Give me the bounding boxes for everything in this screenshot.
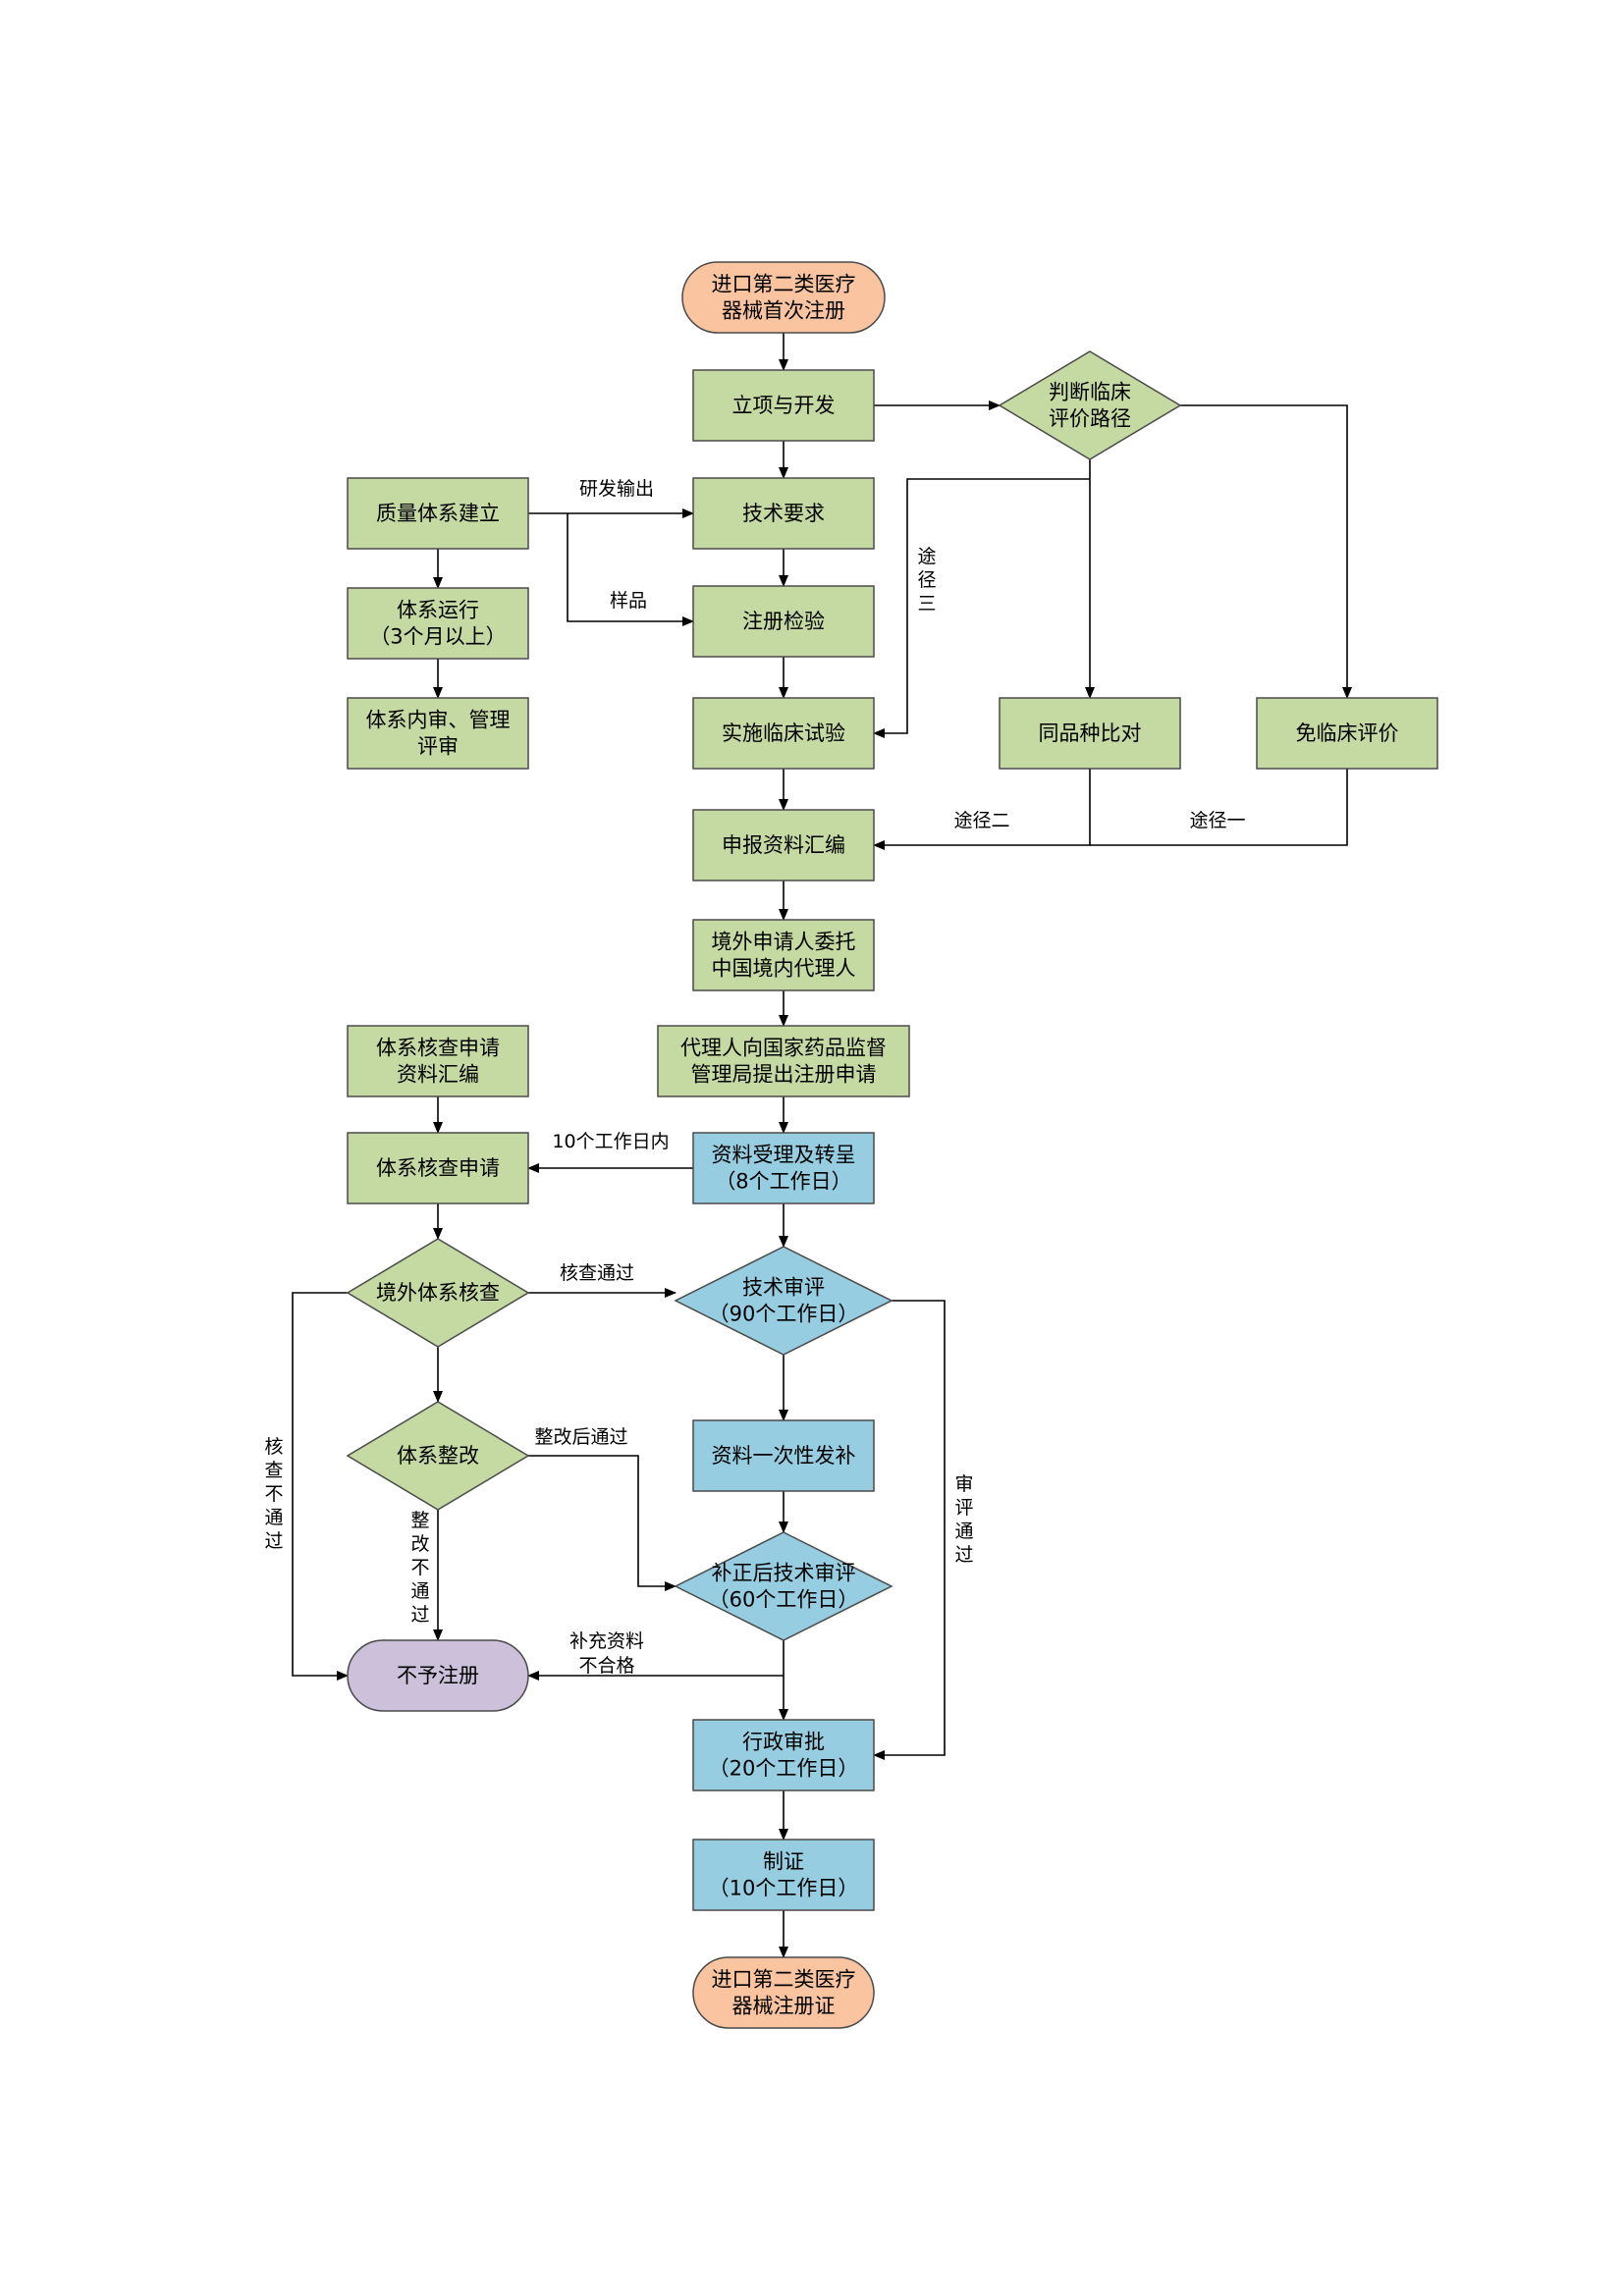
edge-label-route1: 途径一 xyxy=(1189,810,1245,831)
node-label: 中国境内代理人 xyxy=(712,957,856,981)
node-label: 资料汇编 xyxy=(397,1063,479,1087)
edge-label-ten-days: 10个工作日内 xyxy=(552,1131,669,1152)
node-label: 技术要求 xyxy=(742,502,825,525)
node-label: 立项与开发 xyxy=(732,394,836,417)
node-label: 注册检验 xyxy=(742,610,825,633)
node-label: 资料受理及转呈 xyxy=(712,1144,856,1167)
node-label: 制证 xyxy=(763,1850,804,1874)
node-label: 评价路径 xyxy=(1049,407,1131,431)
edge-label-supp-fail: 补充资料 xyxy=(569,1630,644,1652)
node-label: 器械首次注册 xyxy=(722,299,845,323)
node-supplement: 资料一次性发补 xyxy=(692,1419,875,1492)
edge-label-route2: 途径二 xyxy=(953,810,1009,831)
node-overseas: 境外体系核查 xyxy=(346,1238,530,1348)
node-label: 进口第二类医疗 xyxy=(712,1968,856,1992)
edge-label-route3: 途径三 xyxy=(917,546,936,614)
node-sys-app: 体系核查申请 xyxy=(347,1132,529,1204)
node-run: 体系运行 （3个月以上） xyxy=(347,587,529,660)
edge-label-check-pass: 核查通过 xyxy=(560,1262,634,1284)
node-label: 体系整改 xyxy=(397,1444,479,1468)
node-trial: 实施临床试验 xyxy=(692,697,875,770)
edge-rectify-to-rereview xyxy=(528,1455,677,1591)
node-tech-req: 技术要求 xyxy=(692,477,875,550)
node-label: 行政审批 xyxy=(742,1731,825,1754)
node-label: （3个月以上） xyxy=(369,625,506,649)
edge-label-supp-fail: 不合格 xyxy=(578,1655,634,1677)
node-project: 立项与开发 xyxy=(692,369,875,442)
node-label: 进口第二类医疗 xyxy=(712,273,856,296)
node-label: 资料一次性发补 xyxy=(712,1444,856,1468)
node-inspect: 注册检验 xyxy=(692,585,875,658)
edge-label-check-fail: 核查不通过 xyxy=(264,1436,283,1552)
node-label: （8个工作日） xyxy=(715,1170,851,1194)
node-reject: 不予注册 xyxy=(347,1639,529,1712)
node-label: （10个工作日） xyxy=(709,1877,859,1900)
edge-label-sample: 样品 xyxy=(610,590,647,612)
node-label: （90个工作日） xyxy=(709,1303,859,1326)
node-label: 境外体系核查 xyxy=(376,1281,500,1305)
edge-exempt-to-compile xyxy=(1090,769,1348,846)
node-label: 体系核查申请 xyxy=(376,1156,500,1180)
edge-compare-to-compile xyxy=(873,769,1091,850)
edge-judge-to-exempt xyxy=(1180,404,1352,699)
edge-label-review-pass: 审评通过 xyxy=(954,1473,973,1566)
edge-techrev-to-admin xyxy=(873,1300,946,1760)
node-label: 体系核查申请 xyxy=(376,1037,500,1060)
node-label: 不予注册 xyxy=(397,1664,479,1687)
edge-label-rectify-fail: 整改不通过 xyxy=(410,1510,429,1626)
edge-judge-to-trial xyxy=(873,478,1090,738)
edge-quality-to-inspect xyxy=(567,513,694,626)
node-rectify: 体系整改 xyxy=(346,1401,530,1511)
node-label: 技术审评 xyxy=(742,1276,825,1300)
node-compile: 申报资料汇编 xyxy=(692,809,875,881)
edge-overseas-to-reject xyxy=(292,1292,349,1681)
node-label: 体系内审、管理 xyxy=(366,709,511,732)
node-compare: 同品种比对 xyxy=(999,697,1181,770)
node-label: 补正后技术审评 xyxy=(712,1562,856,1585)
node-label: 器械注册证 xyxy=(732,1995,836,2018)
node-exempt: 免临床评价 xyxy=(1256,697,1438,770)
node-label: 评审 xyxy=(417,735,459,759)
node-label: 质量体系建立 xyxy=(376,502,500,525)
node-label: 体系运行 xyxy=(397,599,479,622)
node-label: 免临床评价 xyxy=(1296,721,1399,745)
edge-label-rectify-pass: 整改后通过 xyxy=(534,1426,627,1448)
node-label: 代理人向国家药品监督 xyxy=(680,1037,887,1060)
node-tech-rev: 技术审评 （90个工作日） xyxy=(674,1246,893,1356)
node-label: 管理局提出注册申请 xyxy=(691,1063,877,1087)
node-label: 申报资料汇编 xyxy=(722,833,845,857)
node-label: （60个工作日） xyxy=(709,1588,859,1612)
node-re-review: 补正后技术审评 （60个工作日） xyxy=(674,1531,893,1641)
node-quality: 质量体系建立 xyxy=(347,477,529,550)
edge-label-rd-output: 研发输出 xyxy=(579,478,654,500)
node-admin: 行政审批 （20个工作日） xyxy=(692,1719,875,1791)
node-receive: 资料受理及转呈 （8个工作日） xyxy=(692,1132,875,1204)
node-label: 判断临床 xyxy=(1049,381,1131,404)
node-label: 境外申请人委托 xyxy=(712,931,856,954)
node-label: 实施临床试验 xyxy=(722,721,845,745)
node-label: 同品种比对 xyxy=(1039,721,1142,745)
node-label: （20个工作日） xyxy=(709,1757,859,1781)
node-cert: 制证 （10个工作日） xyxy=(692,1839,875,1911)
